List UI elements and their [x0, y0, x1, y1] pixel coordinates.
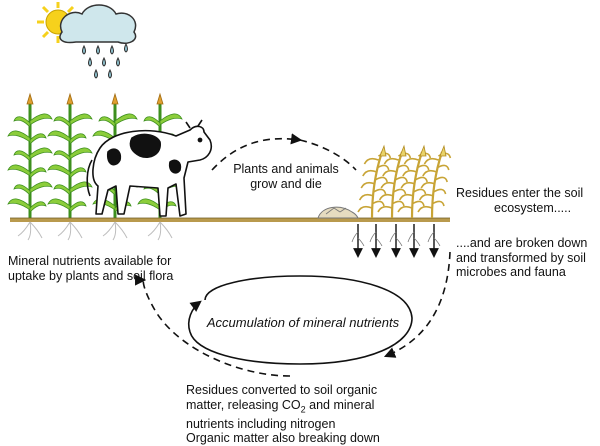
broken-down-line-2: and transformed by soil — [456, 250, 586, 265]
mineral-nutrients-line-1: Mineral nutrients available for — [8, 254, 172, 268]
residues-converted-line-4: Organic matter also breaking down — [186, 431, 380, 445]
ground-line — [10, 217, 450, 222]
mineral-nutrients-line-2: uptake by plants and soil flora — [8, 268, 174, 283]
root-arrow-icon — [351, 224, 441, 258]
dry-crop-icon — [357, 144, 392, 219]
accumulation-text: Accumulation of mineral nutrients — [206, 315, 400, 330]
broken-down-line-3: microbes and fauna — [456, 265, 566, 279]
dry-crop-icon — [397, 144, 432, 219]
accumulation-ellipse — [187, 275, 413, 365]
residues-converted-line-3: nutrients including nitrogen — [186, 416, 336, 431]
dry-crop-icon — [417, 144, 452, 219]
mineral-nutrients-label: Mineral nutrients available for uptake b… — [8, 254, 208, 283]
cow-icon — [86, 119, 213, 217]
dry-crops — [357, 144, 452, 219]
residues-converted-line-2: matter, releasing CO2 and mineral — [186, 398, 416, 417]
residue-heap-icon — [317, 206, 359, 219]
outer-cycle-arrows — [135, 133, 451, 377]
corn-plant-icon — [7, 92, 53, 218]
broken-down-line-1: ....and are broken down — [456, 236, 588, 250]
plants-animals-label: Plants and animals grow and die — [226, 162, 346, 191]
plants-animals-line-2: grow and die — [250, 176, 322, 191]
residues-converted-line-2a: matter, releasing CO — [186, 397, 301, 412]
residues-enter-line-1: Residues enter the soil — [456, 186, 584, 200]
broken-down-label: ....and are broken down and transformed … — [456, 236, 600, 280]
residues-converted-label: Residues converted to soil organic matte… — [186, 383, 416, 446]
residues-converted-line-2b: and mineral — [305, 397, 375, 412]
plants-animals-line-1: Plants and animals — [233, 162, 339, 176]
plant-roots — [17, 221, 173, 241]
dry-crop-icon — [377, 144, 412, 219]
residues-enter-line-2: ecosystem..... — [494, 200, 572, 215]
corn-plant-icon — [47, 92, 93, 218]
rain-cloud-icon — [59, 4, 137, 79]
co2-subscript: 2 — [300, 404, 306, 414]
residues-converted-line-1: Residues converted to soil organic — [186, 383, 378, 397]
residues-enter-label: Residues enter the soil ecosystem..... — [456, 186, 600, 215]
accumulation-label: Accumulation of mineral nutrients — [196, 315, 410, 331]
